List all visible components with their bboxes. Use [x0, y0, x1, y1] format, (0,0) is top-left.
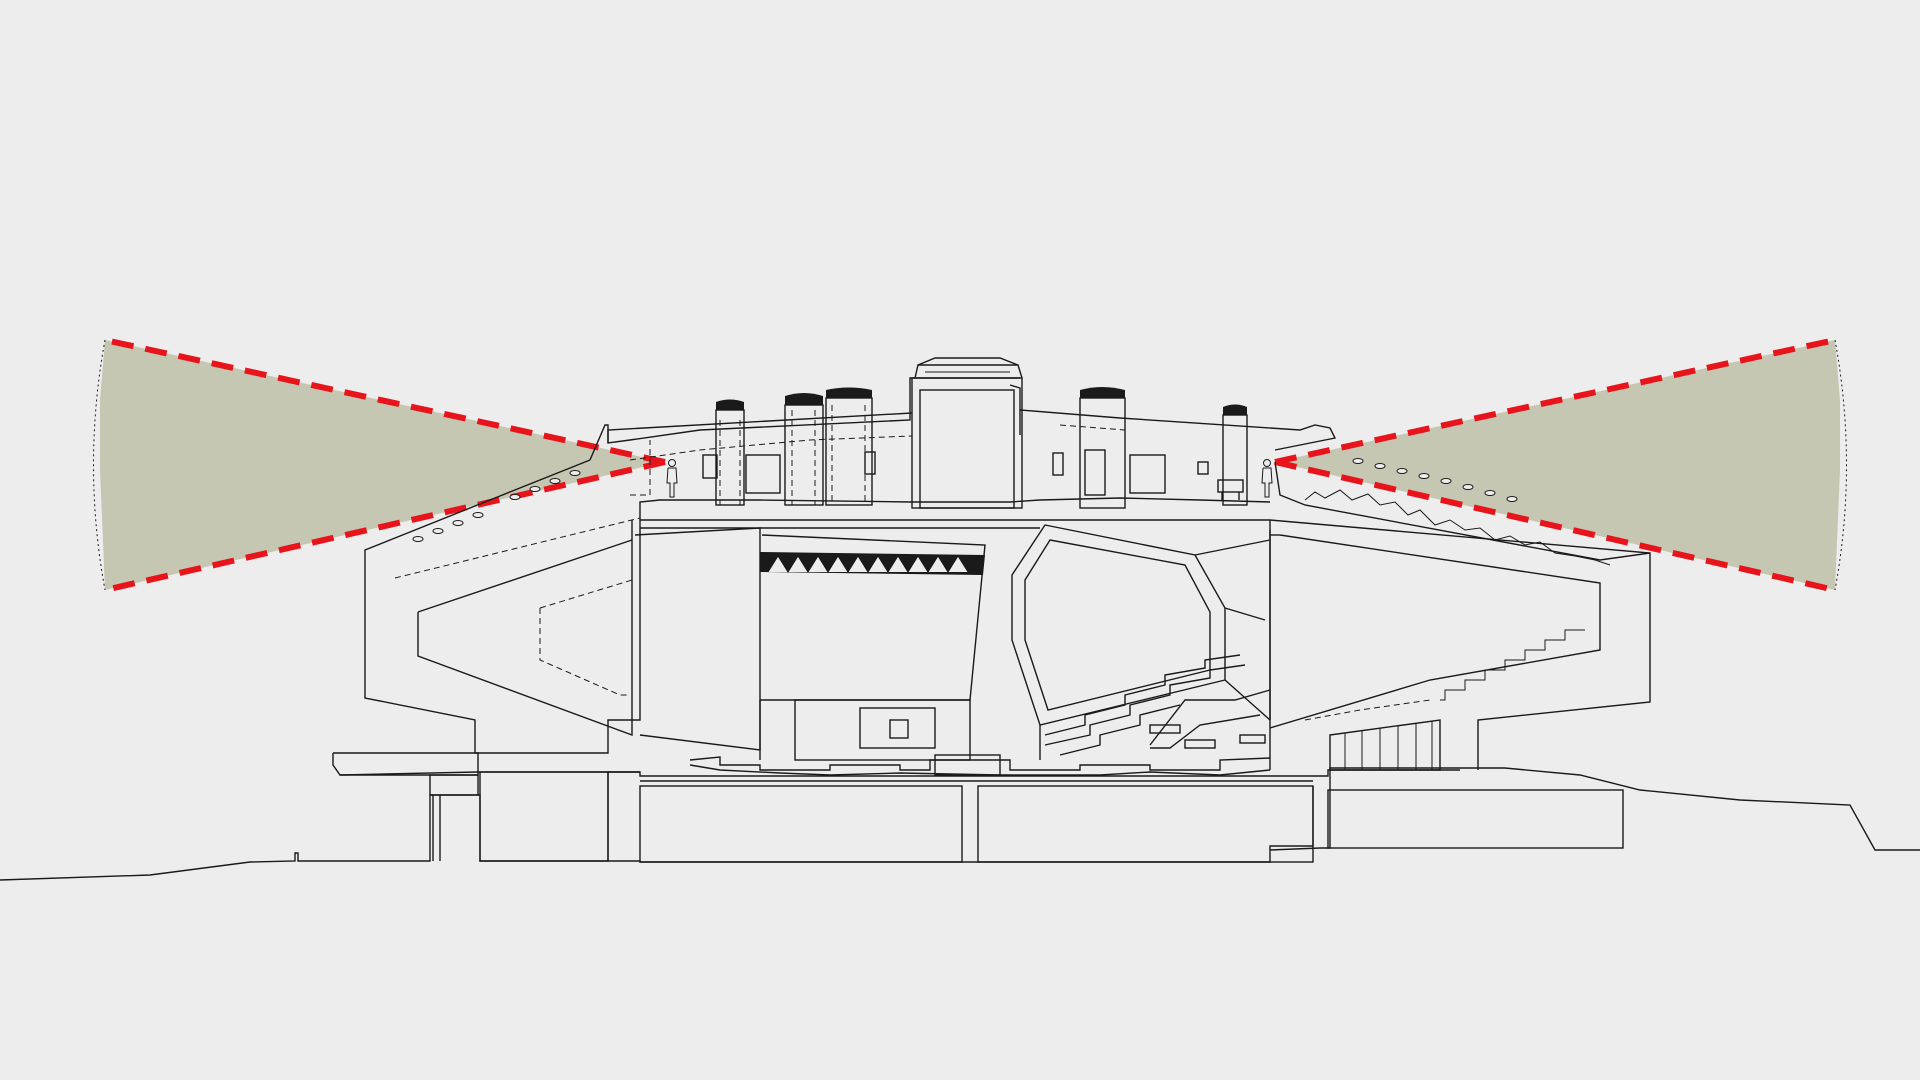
stage-screen	[859, 707, 936, 749]
raked-seating	[1044, 654, 1271, 756]
view-cone-right-lower-edge	[1274, 459, 1836, 593]
skylight-drums	[715, 387, 1248, 509]
foundation-blocks	[479, 771, 1624, 863]
view-cone-right-arc	[1834, 339, 1847, 591]
view-cone-left-fill	[100, 340, 665, 590]
entry-canopy-left	[332, 752, 479, 861]
right-wing	[1269, 458, 1651, 771]
upper-terrace	[589, 357, 1337, 520]
viewer-figure-right	[1261, 459, 1273, 498]
viewer-figure-left	[666, 459, 678, 498]
view-cone-left-upper-edge	[104, 337, 666, 465]
ground-line	[0, 767, 1920, 881]
left-wing-rooflights	[412, 470, 581, 542]
right-glazing	[1329, 719, 1441, 771]
hexagonal-hall	[1011, 524, 1226, 726]
view-cone-left	[93, 337, 666, 593]
view-cone-right	[1274, 337, 1847, 593]
podium-slab	[478, 769, 1460, 777]
right-wing-stair	[1440, 629, 1585, 701]
view-cone-left-arc	[93, 339, 106, 591]
acoustic-baffles	[760, 552, 985, 575]
central-lantern	[911, 377, 1023, 509]
proscenium-frame	[794, 699, 971, 761]
view-cone-left-lower-edge	[104, 459, 666, 593]
auditorium-block	[634, 519, 1271, 776]
roof-planting	[1304, 489, 1611, 566]
left-wing	[364, 459, 641, 754]
stalls-floor	[689, 756, 1271, 771]
view-cone-right-fill	[1275, 340, 1840, 590]
right-wing-rooflights	[1352, 458, 1518, 502]
view-cone-right-upper-edge	[1274, 337, 1836, 465]
